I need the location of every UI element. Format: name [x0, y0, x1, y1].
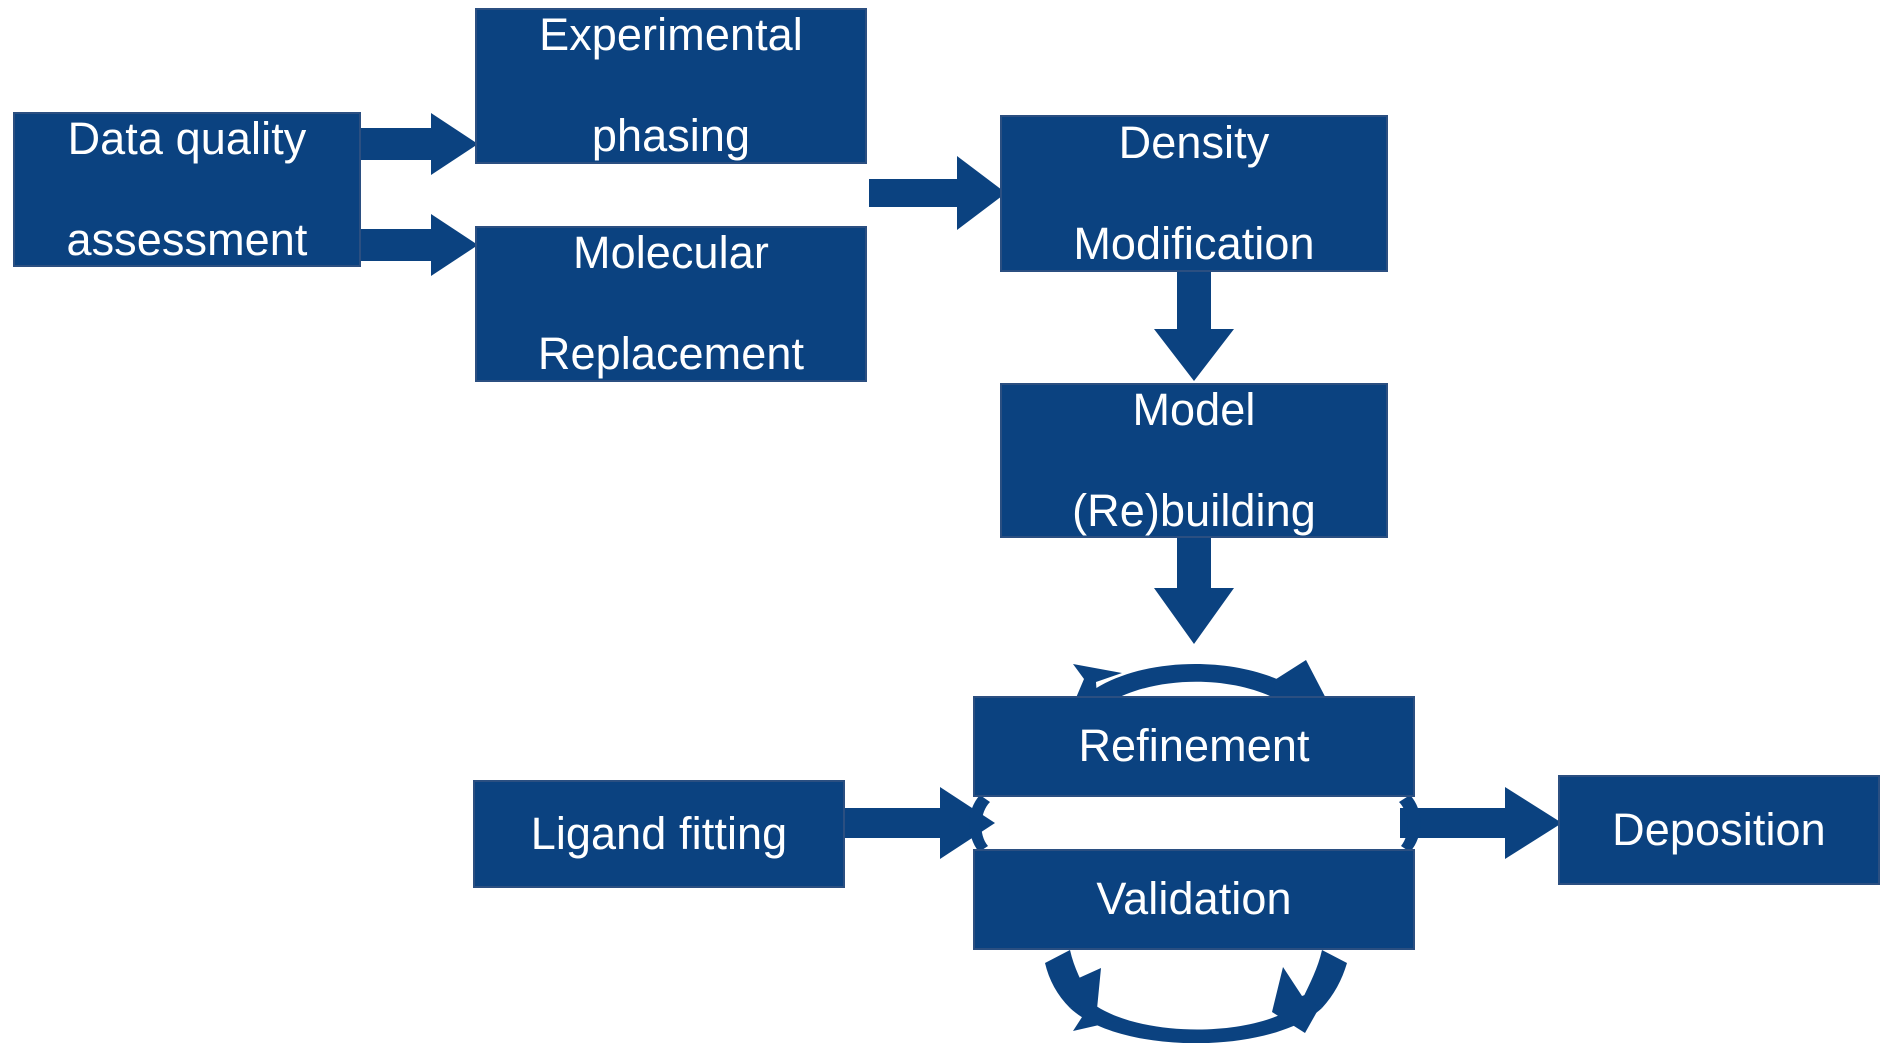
node-label-line2: assessment [66, 213, 308, 265]
node-label-line2: phasing [591, 110, 751, 162]
node-label-line2: (Re)building [1072, 484, 1316, 536]
node-label: Model (Re)building [1052, 383, 1336, 536]
cycle-arc-left-side [969, 795, 990, 852]
node-molecular-replacement[interactable]: Molecular Replacement [475, 226, 867, 382]
node-label-line1: Experimental [539, 9, 803, 61]
node-refinement[interactable]: Refinement [973, 696, 1415, 797]
node-label-line1: Model [1132, 383, 1256, 435]
node-ligand-fitting[interactable]: Ligand fitting [473, 780, 845, 888]
node-validation[interactable]: Validation [973, 849, 1415, 950]
node-label-line2: Modification [1073, 217, 1315, 269]
node-label: Refinement [1078, 720, 1310, 772]
node-label-line1: Data quality [67, 112, 307, 164]
node-label-line1: Molecular [573, 227, 769, 279]
edge-phasing-to-density [869, 156, 1006, 230]
edge-cycle-to-deposition [1400, 787, 1562, 859]
node-density-modification[interactable]: Density Modification [1000, 115, 1388, 272]
node-label-line1: Density [1118, 116, 1270, 168]
node-label: Ligand fitting [530, 807, 788, 859]
node-label: Deposition [1612, 803, 1826, 855]
cycle-arc-right-side [1399, 795, 1421, 852]
cycle-arc-bottom [1045, 950, 1347, 1043]
node-label: Validation [1096, 873, 1292, 925]
node-deposition[interactable]: Deposition [1558, 775, 1880, 885]
edge-modelbuild-to-refinement [1154, 536, 1234, 644]
edge-dataquality-to-expphasing [361, 113, 478, 175]
edge-density-to-modelbuild [1154, 270, 1234, 381]
node-label: Data quality assessment [46, 112, 327, 265]
node-label: Experimental phasing [519, 9, 823, 162]
edge-ligand-to-cycle [845, 787, 995, 859]
node-experimental-phasing[interactable]: Experimental phasing [475, 8, 867, 164]
node-data-quality-assessment[interactable]: Data quality assessment [13, 112, 361, 267]
node-label: Molecular Replacement [518, 227, 824, 380]
node-label-line2: Replacement [537, 328, 805, 380]
edge-dataquality-to-molrep [361, 214, 478, 276]
node-model-rebuilding[interactable]: Model (Re)building [1000, 383, 1388, 538]
node-label: Density Modification [1053, 116, 1334, 269]
